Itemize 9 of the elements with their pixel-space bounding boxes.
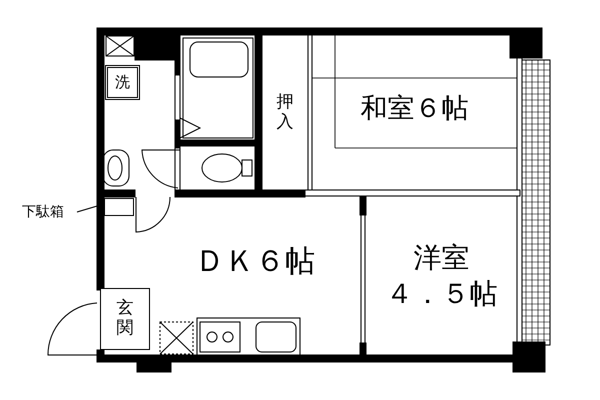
- room-label: 洋室: [414, 240, 470, 276]
- room-size-label: ４．５帖: [386, 276, 498, 312]
- room-label: 和室６帖: [312, 60, 517, 155]
- shoe-cabinet: [104, 198, 134, 216]
- entrance-box: 玄関: [100, 288, 150, 350]
- washer-box: 洗: [105, 65, 140, 100]
- room-label: ＤＫ６帖: [160, 228, 350, 294]
- shoe-cabinet-label: 下駄箱: [12, 201, 74, 223]
- closet-label: 押入: [276, 92, 294, 132]
